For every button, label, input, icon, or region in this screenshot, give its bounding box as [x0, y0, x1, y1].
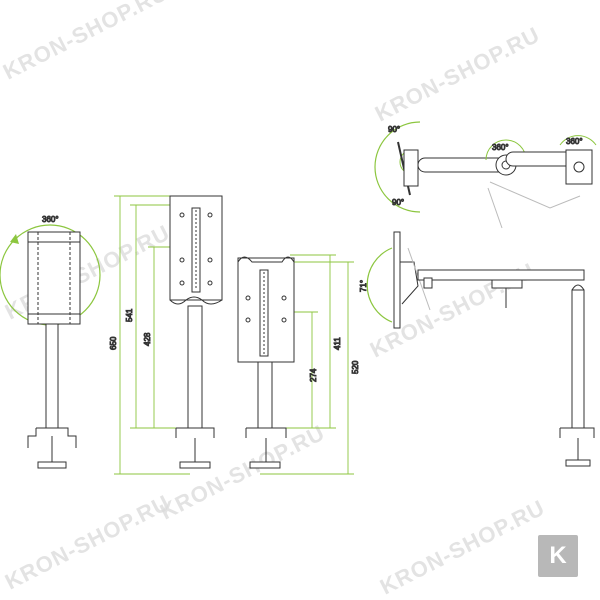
clamp-short [245, 427, 287, 438]
rotation-arrow [10, 234, 19, 244]
dim-650: 650 [109, 336, 118, 350]
pole-mount-top [565, 149, 593, 185]
view-top-arm: 90° 90° 360° 360° [374, 121, 597, 229]
dim-274: 274 [309, 368, 318, 382]
pole-short [257, 361, 273, 429]
dim-428: 428 [143, 332, 152, 346]
pole [45, 323, 59, 429]
tilt-down-label: 90° [392, 198, 404, 207]
watermark-bottom-right: KRON-SHOP.RU [376, 495, 549, 600]
watermark-top-right: KRON-SHOP.RU [371, 22, 544, 127]
tilt-up-label: 90° [388, 125, 400, 134]
side-tilt-arc [366, 247, 393, 323]
desk-clamp [27, 427, 77, 448]
view-side-arm: 71° [359, 231, 595, 467]
base-rotation-label: 360° [42, 215, 59, 224]
dim-541: 541 [125, 308, 134, 322]
bracket-top [169, 296, 223, 305]
dim-520: 520 [351, 360, 360, 374]
watermark-center: KRON-SHOP.RU [156, 420, 329, 525]
clamp-side [559, 427, 595, 438]
watermark-top-left: KRON-SHOP.RU [0, 0, 172, 84]
side-tilt-label: 71° [359, 280, 368, 292]
view-front-dimensions: 650 541 428 [109, 195, 223, 475]
pole-side [571, 289, 585, 429]
view-rotation-pole: 360° [0, 215, 101, 469]
joint-rotation-1-label: 360° [492, 143, 509, 152]
watermark-bottom-left: KRON-SHOP.RU [1, 490, 174, 595]
clamp-front [175, 427, 215, 438]
monitor-plate-top [403, 149, 419, 187]
view-short-dimensions: 520 411 274 [237, 254, 361, 475]
pole-front [187, 305, 203, 429]
plate-front [27, 231, 81, 325]
joint-rotation-2-label: 360° [566, 137, 583, 146]
arm-side [417, 269, 585, 281]
dim-411: 411 [333, 337, 342, 350]
brand-logo: K [538, 535, 578, 577]
tilt-arc [374, 121, 421, 213]
monitor-side [393, 231, 401, 329]
